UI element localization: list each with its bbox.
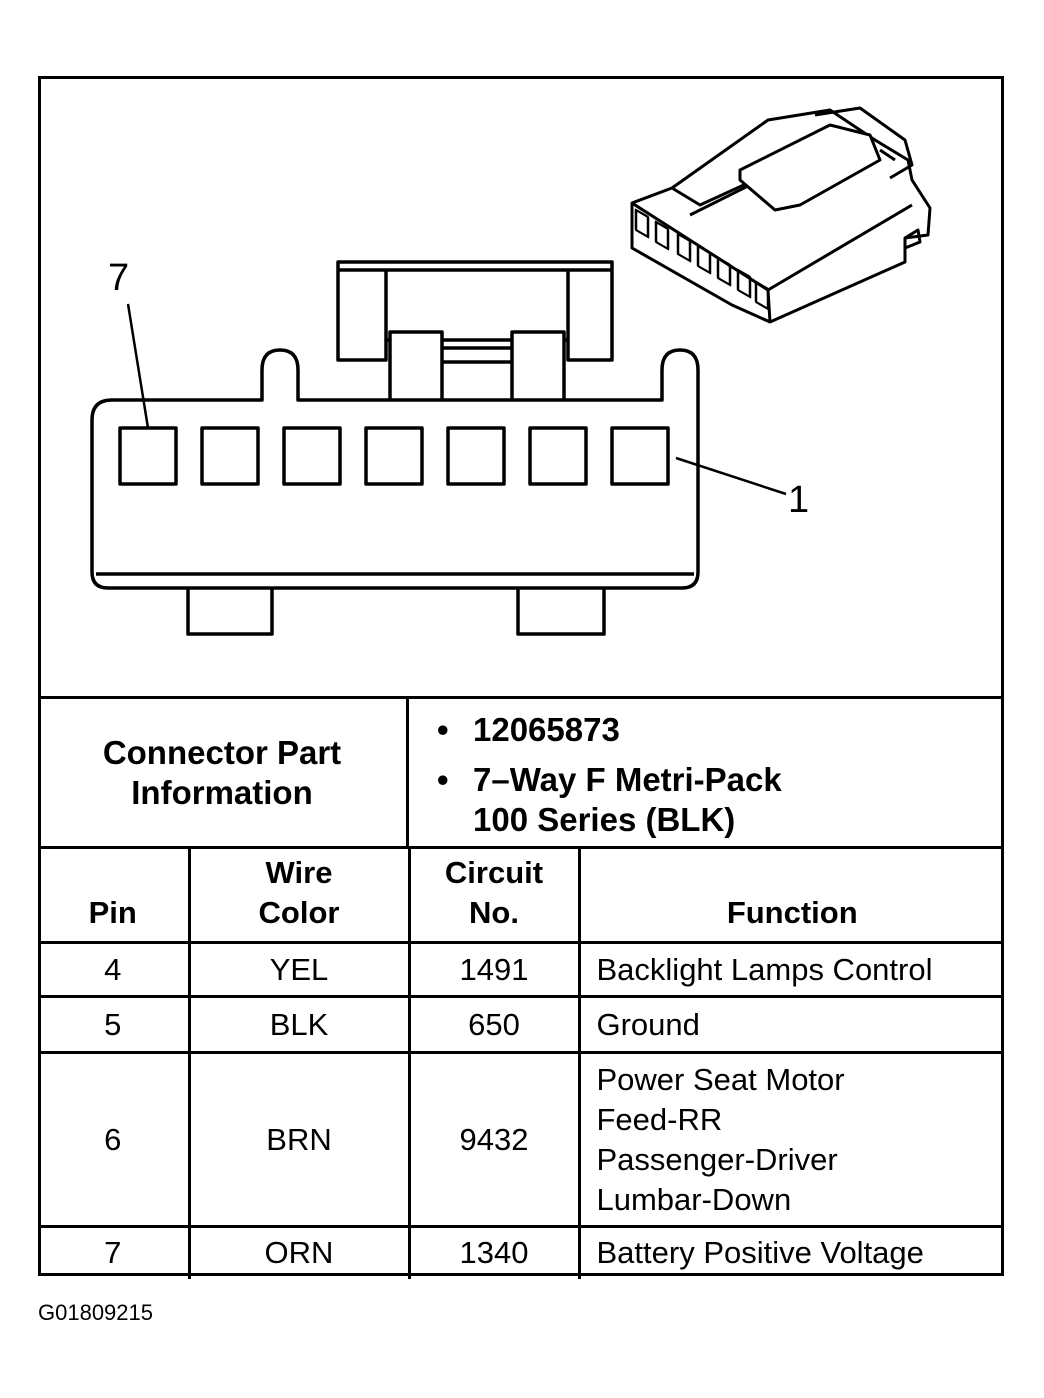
connector-info-label-line1: Connector Part [102,733,342,771]
part-number-line: • 12065873 [437,711,620,749]
cell-pin: 7 [38,1225,191,1279]
connector-description-line1: 7–Way F Metri-Pack [473,761,782,798]
function-line: Battery Positive Voltage [596,1235,924,1271]
function-line: Passenger-Driver [596,1141,838,1177]
function-line: Lumbar-Down [596,1181,792,1217]
connector-description-line2: 100 Series (BLK) [473,801,736,838]
cell-function: Battery Positive Voltage [577,1225,1004,1279]
cell-wire-color: BRN [187,1051,411,1228]
function-line: Ground [596,1006,700,1042]
cell-wire-color: ORN [187,1225,411,1279]
cell-circuit-no: 9432 [407,1051,581,1228]
part-number: 12065873 [473,711,620,748]
description-line: • 7–Way F Metri-Pack [437,761,782,799]
header-wire-color-line2: Color [258,895,340,930]
header-wire-color-line1: Wire [265,855,333,890]
header-wire-color: Wire Color [187,846,411,944]
cell-wire-color: BLK [187,995,411,1054]
header-pin: Pin [38,846,191,944]
cell-circuit-no: 1491 [407,941,581,998]
cell-pin: 5 [38,995,191,1054]
connector-info-label: Connector Part Information [38,699,409,846]
connector-diagram: 7 1 [90,106,932,636]
table-header-row: Pin Wire Color Circuit No. Function [38,846,1004,944]
connector-part-information: Connector Part Information • 12065873 • … [38,696,1004,846]
cell-circuit-no: 1340 [407,1225,581,1279]
connector-face-view [90,260,787,636]
pin-label-1: 1 [788,479,809,521]
function-line: Backlight Lamps Control [596,951,933,987]
header-circuit-line2: No. [469,895,519,930]
cell-circuit-no: 650 [407,995,581,1054]
header-circuit-no: Circuit No. [407,846,581,944]
bullet-icon: • [437,761,449,798]
connector-info-label-line2: Information [131,773,313,811]
connector-isometric-view [630,106,932,324]
figure-code: G01809215 [38,1300,153,1325]
cell-pin: 6 [38,1051,191,1228]
cell-wire-color: YEL [187,941,411,998]
description-line-2: 100 Series (BLK) [473,801,735,839]
header-circuit-line1: Circuit [444,855,544,890]
header-function: Function [577,846,1004,944]
cell-function: Backlight Lamps Control [577,941,1004,998]
function-line: Power Seat Motor [596,1061,845,1097]
pin-label-7: 7 [108,257,129,299]
cell-pin: 4 [38,941,191,998]
function-line: Feed-RR [596,1101,723,1137]
bullet-icon: • [437,711,449,748]
cell-function: Ground [577,995,1004,1054]
connector-info-values: • 12065873 • 7–Way F Metri-Pack 100 Seri… [409,699,1001,846]
